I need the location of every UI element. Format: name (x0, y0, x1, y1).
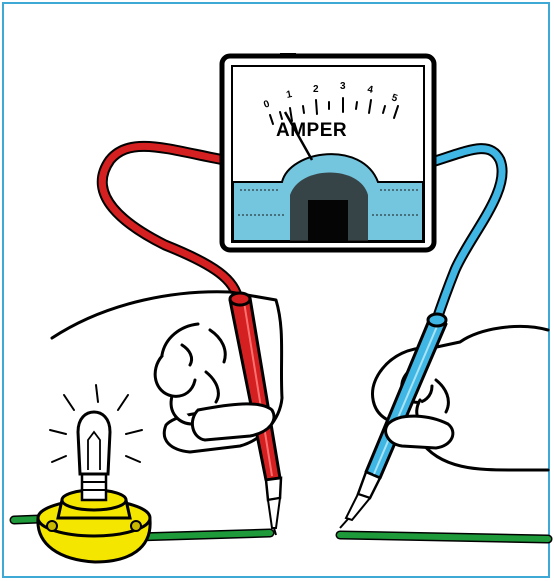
meter-unit-label: AMPER (276, 120, 347, 142)
red-probe-cable (102, 146, 238, 300)
scale-label-2: 2 (313, 84, 319, 95)
scale-label-3: 3 (340, 81, 346, 92)
ammeter-icon: 0 1 2 3 4 5 (222, 53, 434, 250)
right-thumb (386, 416, 453, 448)
light-bulb-icon (38, 385, 150, 562)
